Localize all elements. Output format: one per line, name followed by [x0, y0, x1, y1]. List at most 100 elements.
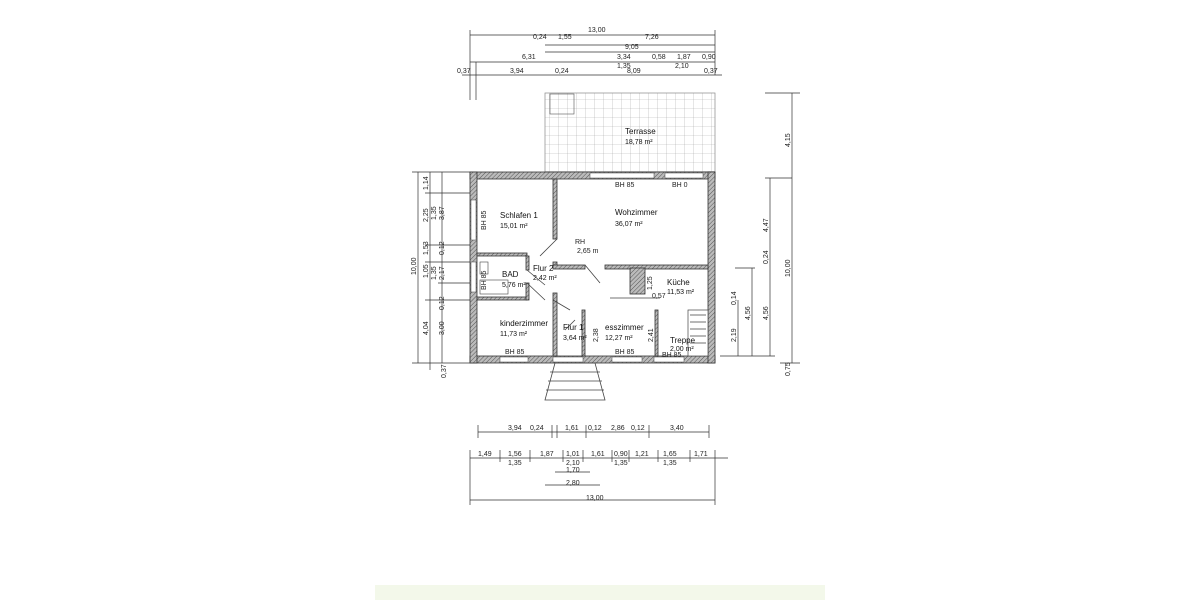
dim-label: 2,38 [593, 328, 600, 342]
dim-label: 9,05 [625, 44, 639, 51]
dim-label: 1,35 [431, 266, 438, 280]
footer-strip [375, 585, 825, 600]
dim-label: 1,05 [423, 264, 430, 278]
dim-label: 1,61 [591, 451, 605, 458]
dim-label: 2,25 [423, 208, 430, 222]
room-area-treppe: 2,00 m² [670, 346, 694, 353]
dim-label: 3,94 [508, 425, 522, 432]
dim-label: 0,12 [439, 241, 446, 255]
dim-label: 0,24 [530, 425, 544, 432]
room-area-wohnzimmer: 36,07 m² [615, 221, 643, 228]
dim-label: 2,80 [566, 480, 580, 487]
dim-label: 10,00 [411, 257, 418, 275]
dim-label: 1,21 [635, 451, 649, 458]
dim-label: 3,87 [439, 206, 446, 220]
room-area-esszimmer: 12,27 m² [605, 335, 633, 342]
dim-label: 2,10 [566, 460, 580, 467]
bh-label: BH 85 [662, 352, 682, 359]
annotations: BH 85 BH 0 BH 85 BH 85 BH 85 BH 85 BH 85… [481, 182, 688, 359]
bh-label: BH 85 [615, 182, 635, 189]
dim-label: 1,35 [614, 460, 628, 467]
terrace: Terrasse 18,78 m² [544, 92, 716, 174]
dim-label: 0,57 [652, 293, 666, 300]
rh-label: RH [575, 239, 585, 246]
dim-label: 3,94 [510, 68, 524, 75]
dim-label: 4,47 [763, 218, 770, 232]
room-name-kueche: Küche [667, 278, 690, 287]
dim-label: 2,17 [439, 266, 446, 280]
dim-label: 2,86 [611, 425, 625, 432]
dim-label: 0,37 [704, 68, 718, 75]
dim-label: 1,35 [663, 460, 677, 467]
room-name-wohnzimmer: Wohzimmer [615, 208, 658, 217]
dim-label: 4,15 [785, 133, 792, 147]
dim-label: 1,53 [423, 241, 430, 255]
room-area-schlafen: 15,01 m² [500, 223, 528, 230]
dim-label: 6,31 [522, 54, 536, 61]
dim-label: 2,10 [675, 63, 689, 70]
dim-label: 0,14 [731, 291, 738, 305]
dim-label: 0,24 [763, 250, 770, 264]
dim-label: 3,34 [617, 54, 631, 61]
bh-label: BH 85 [481, 210, 488, 230]
dim-label: 1,61 [565, 425, 579, 432]
dim-label: 2,19 [731, 328, 738, 342]
dim-label: 0,12 [588, 425, 602, 432]
dim-label: 0,75 [785, 362, 792, 376]
dim-label: 3,00 [439, 321, 446, 335]
dim-label: 7,26 [645, 34, 659, 41]
room-name-esszimmer: esszimmer [605, 323, 644, 332]
room-name-flur2: Flur 2 [533, 264, 554, 273]
room-name-treppe: Treppe [670, 336, 696, 345]
dim-label: 0,90 [614, 451, 628, 458]
bh-label: BH 85 [481, 270, 488, 290]
room-area-terrasse: 18,78 m² [625, 139, 653, 146]
dim-label: 0,37 [441, 364, 448, 378]
dim-label: 1,35 [508, 460, 522, 467]
interior-walls [476, 178, 709, 357]
dim-label: 4,56 [745, 306, 752, 320]
dim-label: 1,87 [677, 54, 691, 61]
dim-label: 1,55 [558, 34, 572, 41]
dim-label: 1,56 [508, 451, 522, 458]
room-name-flur1: Flur 1 [563, 323, 584, 332]
dim-label: 0,90 [702, 54, 716, 61]
entrance-steps [544, 362, 606, 401]
room-name-schlafen: Schlafen 1 [500, 211, 538, 220]
dim-label: 1,65 [663, 451, 677, 458]
room-name-terrasse: Terrasse [625, 127, 656, 136]
dim-label: 1,01 [566, 451, 580, 458]
dim-label: 0,12 [631, 425, 645, 432]
room-labels: Schlafen 1 15,01 m² Wohzimmer 36,07 m² B… [500, 208, 696, 353]
dim-label: 2,41 [648, 328, 655, 342]
room-name-kinderzimmer: kinderzimmer [500, 319, 548, 328]
right-dimensions: 2,19 0,14 4,56 4,56 0,24 4,47 4,15 10,00… [720, 92, 800, 376]
dim-label: 4,04 [423, 321, 430, 335]
room-area-kueche: 11,53 m² [667, 289, 695, 296]
dim-label: 3,40 [670, 425, 684, 432]
dim-label: 13,00 [588, 27, 606, 34]
dim-label: 0,24 [555, 68, 569, 75]
dim-label: 1,87 [540, 451, 554, 458]
bh-label: BH 85 [505, 349, 525, 356]
dim-label: 0,12 [439, 296, 446, 310]
bh-label: BH 0 [672, 182, 688, 189]
dim-label: 1,49 [478, 451, 492, 458]
dim-label: 13,00 [586, 495, 604, 502]
dim-label: 1,35 [617, 63, 631, 70]
room-name-bad: BAD [502, 270, 519, 279]
room-area-flur1: 3,64 m² [563, 335, 587, 342]
dim-label: 1,25 [647, 276, 654, 290]
dim-label: 4,56 [763, 306, 770, 320]
dim-label: 0,37 [457, 68, 471, 75]
bottom-dimensions: 3,94 0,24 1,61 0,12 2,86 0,12 3,40 1,49 … [469, 425, 728, 505]
dim-label: 10,00 [785, 259, 792, 277]
top-dimensions: 13,00 0,24 1,55 7,26 9,05 6,31 3,34 0,58… [457, 27, 722, 100]
dim-label: 0,24 [533, 34, 547, 41]
dim-label: 0,58 [652, 54, 666, 61]
dim-label: 1,35 [431, 206, 438, 220]
dim-label: 1,71 [694, 451, 708, 458]
dim-label: 1,14 [423, 176, 430, 190]
room-area-kinderzimmer: 11,73 m² [500, 331, 528, 338]
